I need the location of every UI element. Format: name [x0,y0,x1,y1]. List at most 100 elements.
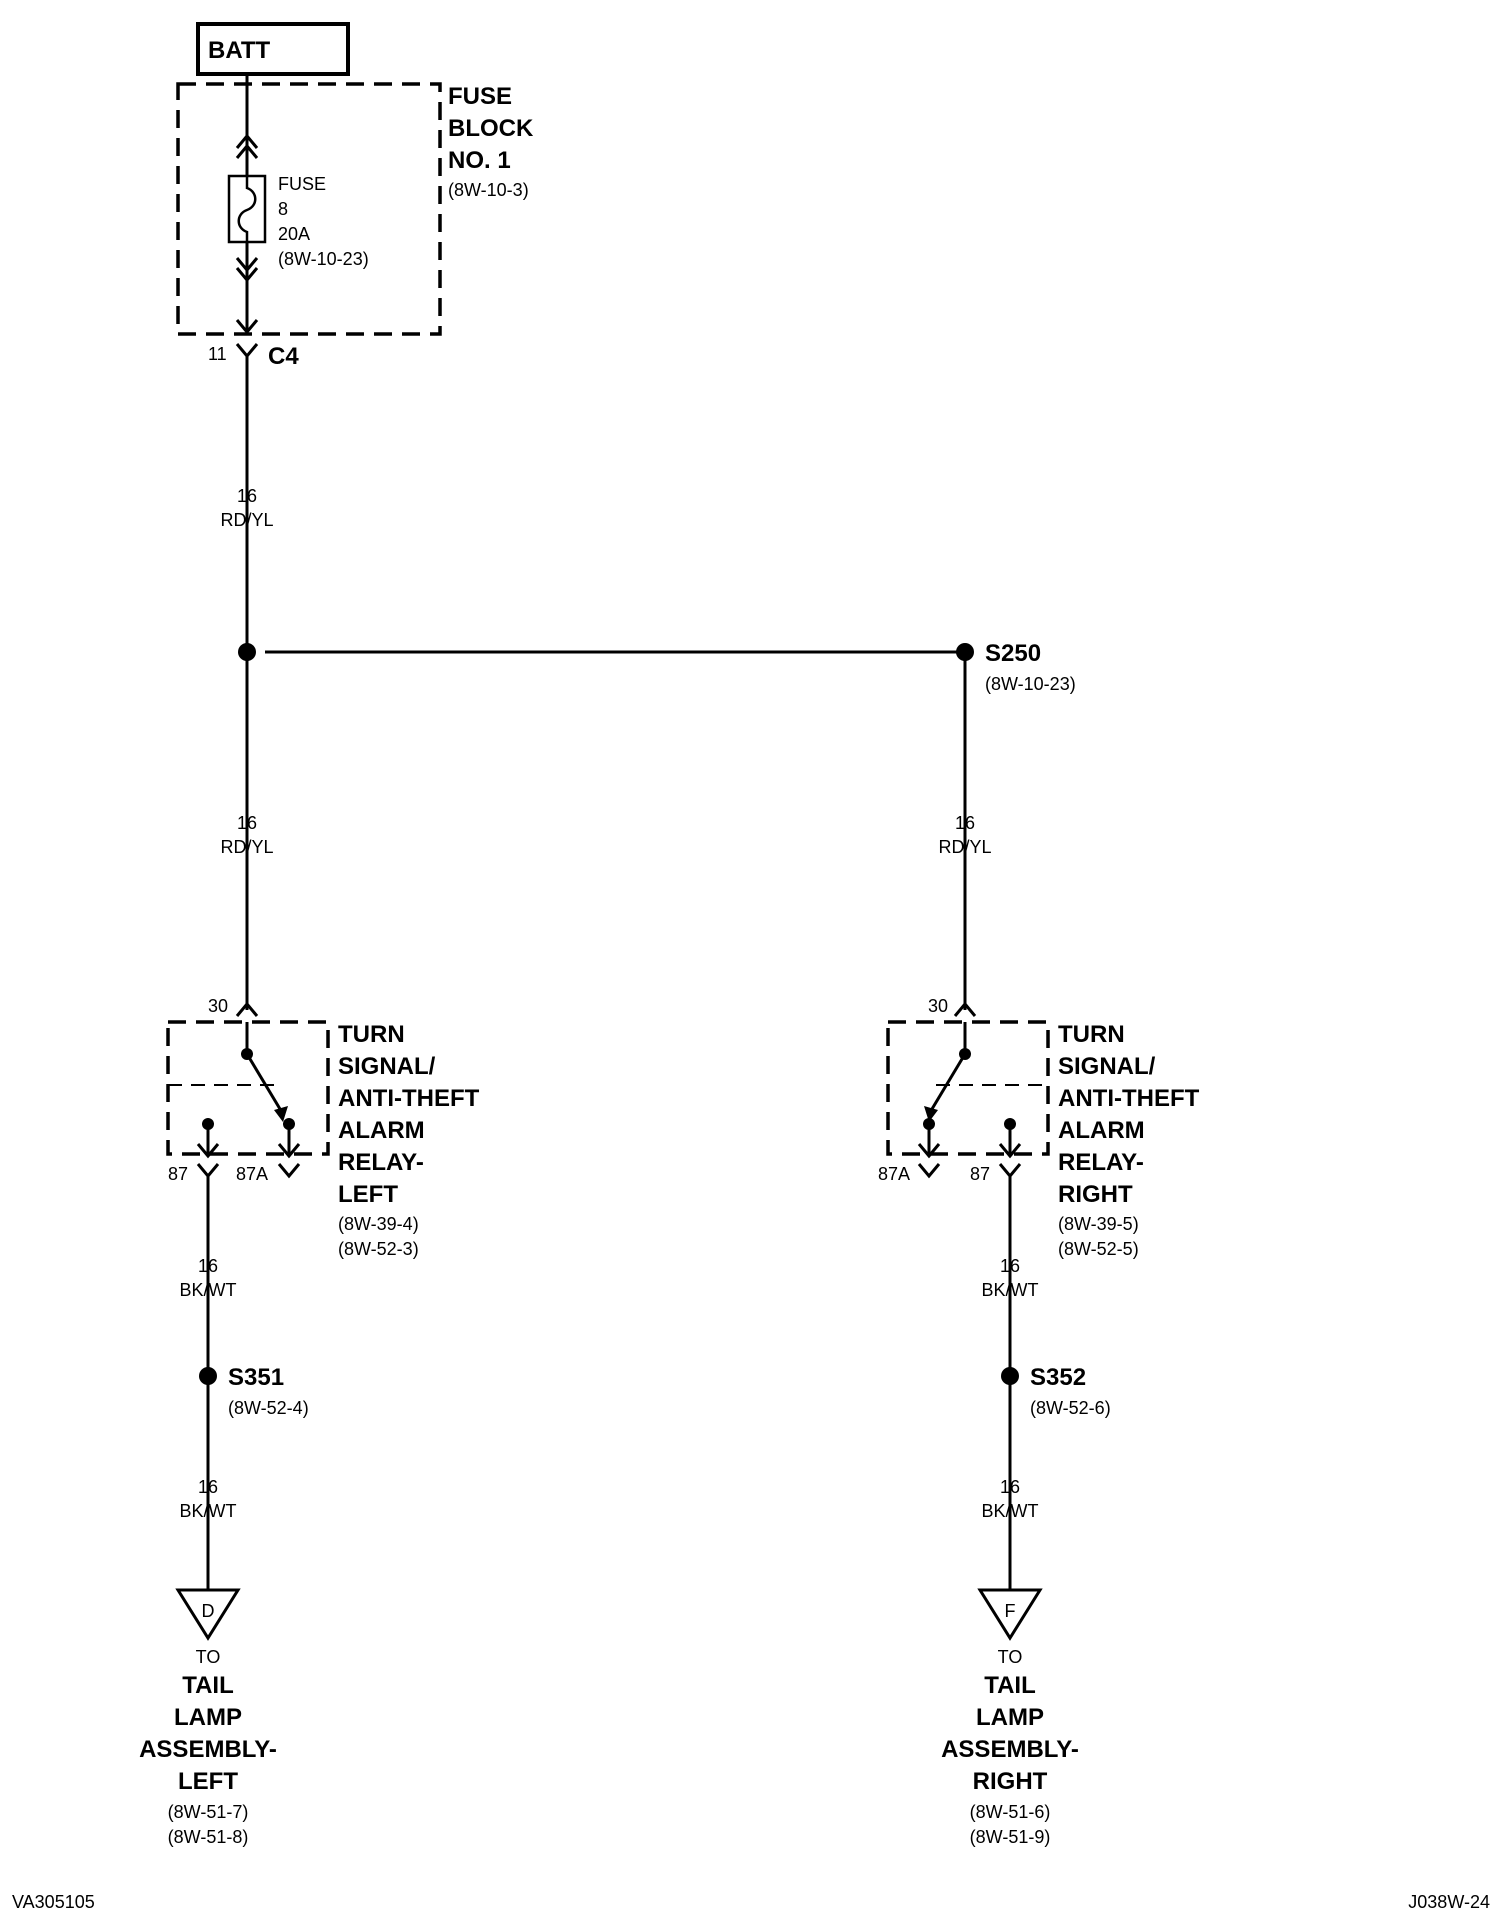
fuse-element-icon [237,176,257,242]
connector-chevron-icon [235,143,259,159]
wire-left-out1-color: BK/WT [180,1280,237,1300]
battery-label: BATT [208,37,271,64]
relay-right-ref-1: (8W-39-5) [1058,1214,1139,1234]
fuse-ref: (8W-10-23) [278,249,369,269]
relay-left-outline [166,1020,330,1156]
relay-right-switch-arm [927,1053,967,1115]
fuse-rating: 20A [278,224,310,244]
destination-d-triangle-icon [175,1588,241,1641]
wire-right-out1-gauge: 16 [1000,1256,1020,1276]
relay-left-title-3: ANTI-THEFT [338,1085,480,1112]
relay-right-87-out-chevron-icon [998,1163,1022,1179]
fuse-block-ref: (8W-10-3) [448,180,529,200]
connector-chevron-icon [235,267,259,283]
dest-right-title-1: TAIL [984,1672,1036,1699]
relay-right-arrow-icon [924,1106,938,1122]
destination-d-letter: D [202,1601,215,1621]
wire-right-color: RD/YL [938,837,991,857]
wire-right-out2-gauge: 16 [1000,1477,1020,1497]
fuse-label: FUSE [278,174,326,194]
wire-left-out2-gauge: 16 [198,1477,218,1497]
footer-right-id: J038W-24 [1408,1892,1490,1912]
wire-left-out2-color: BK/WT [180,1501,237,1521]
relay-left-pin30: 30 [208,996,228,1016]
relay-left-pin87: 87 [168,1164,188,1184]
wire-left-color: RD/YL [220,837,273,857]
relay-left-title-6: LEFT [338,1181,398,1208]
relay-left-arrow-icon [274,1106,288,1122]
dest-left-title-3: ASSEMBLY- [139,1736,277,1763]
splice-s250-label: S250 [985,640,1041,667]
relay-left-title-4: ALARM [338,1117,425,1144]
wire-left-gauge: 16 [237,813,257,833]
connector-chevron-icon [235,257,259,273]
fuse-block-outline [176,82,442,336]
relay-right-title-2: SIGNAL/ [1058,1053,1156,1080]
c4-connector-icon [235,343,259,359]
dest-right-title-4: RIGHT [973,1768,1048,1795]
relay-right-title-3: ANTI-THEFT [1058,1085,1200,1112]
relay-left-title-1: TURN [338,1021,405,1048]
splice-s250-ref: (8W-10-23) [985,674,1076,694]
fuse-block-title-3: NO. 1 [448,147,511,174]
relay-left: 30 87 87A TURN SIGNAL/ ANTI-THEFT ALARM … [166,996,480,1259]
splice-s352-ref: (8W-52-6) [1030,1398,1111,1418]
relay-right-title-4: ALARM [1058,1117,1145,1144]
wire-left-out1-gauge: 16 [198,1256,218,1276]
relay-left-87-out-chevron-icon [196,1163,220,1179]
relay-left-pin30-chevron-icon [235,1001,259,1017]
relay-left-title-2: SIGNAL/ [338,1053,436,1080]
relay-left-87-chevron-icon [196,1143,220,1159]
c4-pin: 11 [208,344,227,364]
splice-s351-ref: (8W-52-4) [228,1398,309,1418]
splice-s352-label: S352 [1030,1364,1086,1391]
dest-left-title-1: TAIL [182,1672,234,1699]
wire-right-out2-color: BK/WT [982,1501,1039,1521]
fuse-block-title-1: FUSE [448,83,512,110]
dest-left-title-4: LEFT [178,1768,238,1795]
dest-right-to: TO [998,1647,1023,1667]
relay-left-ref-2: (8W-52-3) [338,1239,419,1259]
dest-left-ref-1: (8W-51-7) [168,1802,249,1822]
relay-left-ref-1: (8W-39-4) [338,1214,419,1234]
destination-f-triangle-icon [977,1588,1043,1641]
relay-right-87a-chevron-icon [917,1143,941,1159]
wire-main-color: RD/YL [220,510,273,530]
battery-box [196,22,350,76]
relay-right-pin87a: 87A [878,1164,910,1184]
splice-s352-dot [1001,1367,1019,1385]
dest-left-title-2: LAMP [174,1704,242,1731]
wire-right-out1-color: BK/WT [982,1280,1039,1300]
relay-right-title-6: RIGHT [1058,1181,1133,1208]
relay-left-title-5: RELAY- [338,1149,424,1176]
relay-right-87-chevron-icon [998,1143,1022,1159]
relay-right-pin30: 30 [928,996,948,1016]
relay-left-87a-out-chevron-icon [277,1163,301,1179]
c4-label: C4 [268,343,299,370]
dest-left-ref-2: (8W-51-8) [168,1827,249,1847]
splice-s351-dot [199,1367,217,1385]
fuse-number: 8 [278,199,288,219]
relay-right-pin87: 87 [970,1164,990,1184]
dest-right-ref-2: (8W-51-9) [970,1827,1051,1847]
relay-right-title-1: TURN [1058,1021,1125,1048]
splice-s351-label: S351 [228,1364,284,1391]
wire-main-gauge: 16 [237,486,257,506]
relay-right-87a-out-chevron-icon [917,1163,941,1179]
relay-right-outline [886,1020,1050,1156]
relay-left-switch-arm [245,1053,285,1115]
fuse-block-title-2: BLOCK [448,115,534,142]
dest-right-title-3: ASSEMBLY- [941,1736,1079,1763]
wire-right-gauge: 16 [955,813,975,833]
dest-left-to: TO [196,1647,221,1667]
connector-chevron-icon [235,319,259,335]
relay-right: 30 87A 87 TURN SIGNAL/ ANTI-THEFT ALARM … [878,996,1200,1259]
dest-right-title-2: LAMP [976,1704,1044,1731]
footer-left-id: VA305105 [12,1892,95,1912]
destination-f-letter: F [1005,1601,1016,1621]
connector-chevron-icon [235,133,259,149]
dest-right-ref-1: (8W-51-6) [970,1802,1051,1822]
relay-right-title-5: RELAY- [1058,1149,1144,1176]
relay-right-ref-2: (8W-52-5) [1058,1239,1139,1259]
